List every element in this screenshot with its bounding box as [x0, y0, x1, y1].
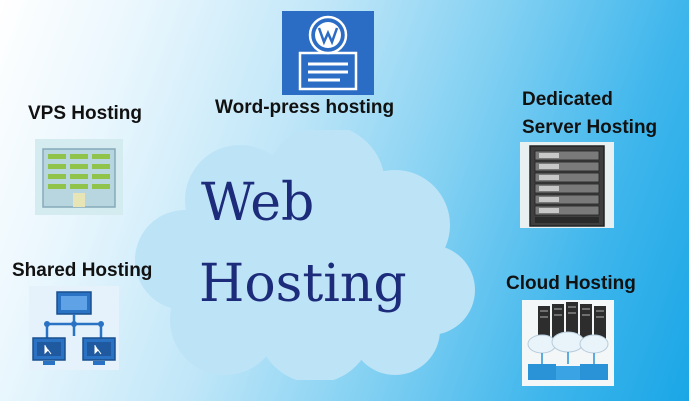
center-title-line1: Web	[201, 173, 315, 233]
dedicated-hosting-label-line2: Server Hosting	[522, 117, 658, 138]
vps-hosting-label: VPS Hosting	[28, 103, 143, 124]
cloud-shape	[135, 130, 475, 380]
cloud-hosting-label: Cloud Hosting	[506, 273, 636, 294]
dedicated-hosting-label-line1: Dedicated	[522, 89, 613, 110]
wordpress-hosting-label: Word-press hosting	[215, 97, 395, 118]
shared-hosting-label: Shared Hosting	[12, 260, 153, 281]
cloud-hosting-icon	[522, 300, 614, 386]
wordpress-icon	[282, 11, 374, 95]
center-title-line2: Hosting	[199, 254, 407, 314]
dedicated-server-rack-icon	[520, 142, 614, 228]
shared-network-icon	[29, 286, 119, 370]
vps-server-icon	[35, 139, 123, 215]
